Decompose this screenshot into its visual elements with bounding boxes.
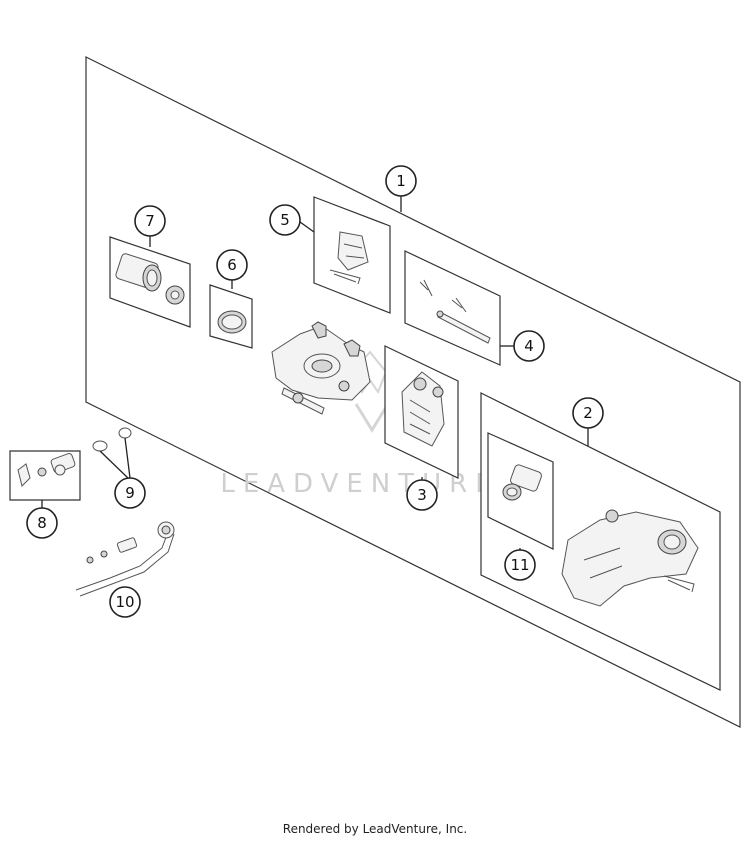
svg-text:5: 5 [280,211,290,229]
svg-text:6: 6 [227,256,237,274]
callout-1[interactable]: 1 [385,165,417,197]
callout-11[interactable]: 11 [504,549,536,581]
bracket-part [401,371,445,447]
pin-kit-part [419,279,491,344]
callout-6[interactable]: 6 [216,249,248,281]
callout-3[interactable]: 3 [406,479,438,511]
brake-pad-part [329,231,369,285]
seal-ring-part [217,310,247,334]
piston-part [115,253,185,305]
svg-text:3: 3 [417,486,427,504]
callout-8[interactable]: 8 [26,507,58,539]
footer-credit: Rendered by LeadVenture, Inc. [282,822,468,836]
brake-hose-part [75,521,175,597]
callout-10[interactable]: 10 [109,586,141,618]
watermark-text: LEADVENTURE [220,469,499,499]
bushing-part [502,464,542,501]
svg-text:4: 4 [524,337,534,355]
svg-text:10: 10 [115,593,134,611]
caliper-support-part [561,509,699,607]
callout-2[interactable]: 2 [572,397,604,429]
svg-text:11: 11 [510,556,529,574]
svg-text:9: 9 [125,484,135,502]
svg-text:8: 8 [37,514,47,532]
svg-text:7: 7 [145,212,155,230]
svg-text:2: 2 [583,404,593,422]
svg-text:1: 1 [396,172,406,190]
callout-9[interactable]: 9 [114,477,146,509]
bleeder-valve-part [17,453,76,487]
callout-7[interactable]: 7 [134,205,166,237]
caliper-body-part [271,321,371,415]
callout-5[interactable]: 5 [269,204,301,236]
watermark: LEADVENTURE [220,350,499,499]
callout-4[interactable]: 4 [513,330,545,362]
